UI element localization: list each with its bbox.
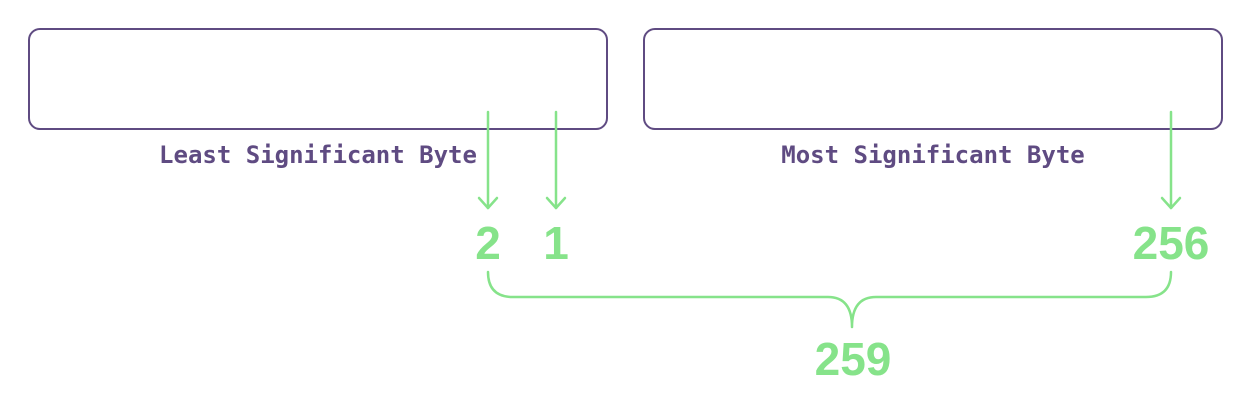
- least-significant-byte-box: [28, 28, 608, 130]
- arrow-to-256: [1160, 110, 1182, 210]
- arrow-to-two: [477, 110, 499, 210]
- lsb-label: Least Significant Byte: [159, 141, 477, 169]
- most-significant-byte-box: [643, 28, 1223, 130]
- bit-value-two: 2: [475, 217, 501, 269]
- arrow-to-one: [545, 110, 567, 210]
- total-value: 259: [814, 333, 892, 385]
- bit-value-256: 256: [1132, 217, 1210, 269]
- bit-value-one: 1: [543, 217, 569, 269]
- sum-brace: [486, 270, 1173, 329]
- msb-label: Most Significant Byte: [781, 141, 1085, 169]
